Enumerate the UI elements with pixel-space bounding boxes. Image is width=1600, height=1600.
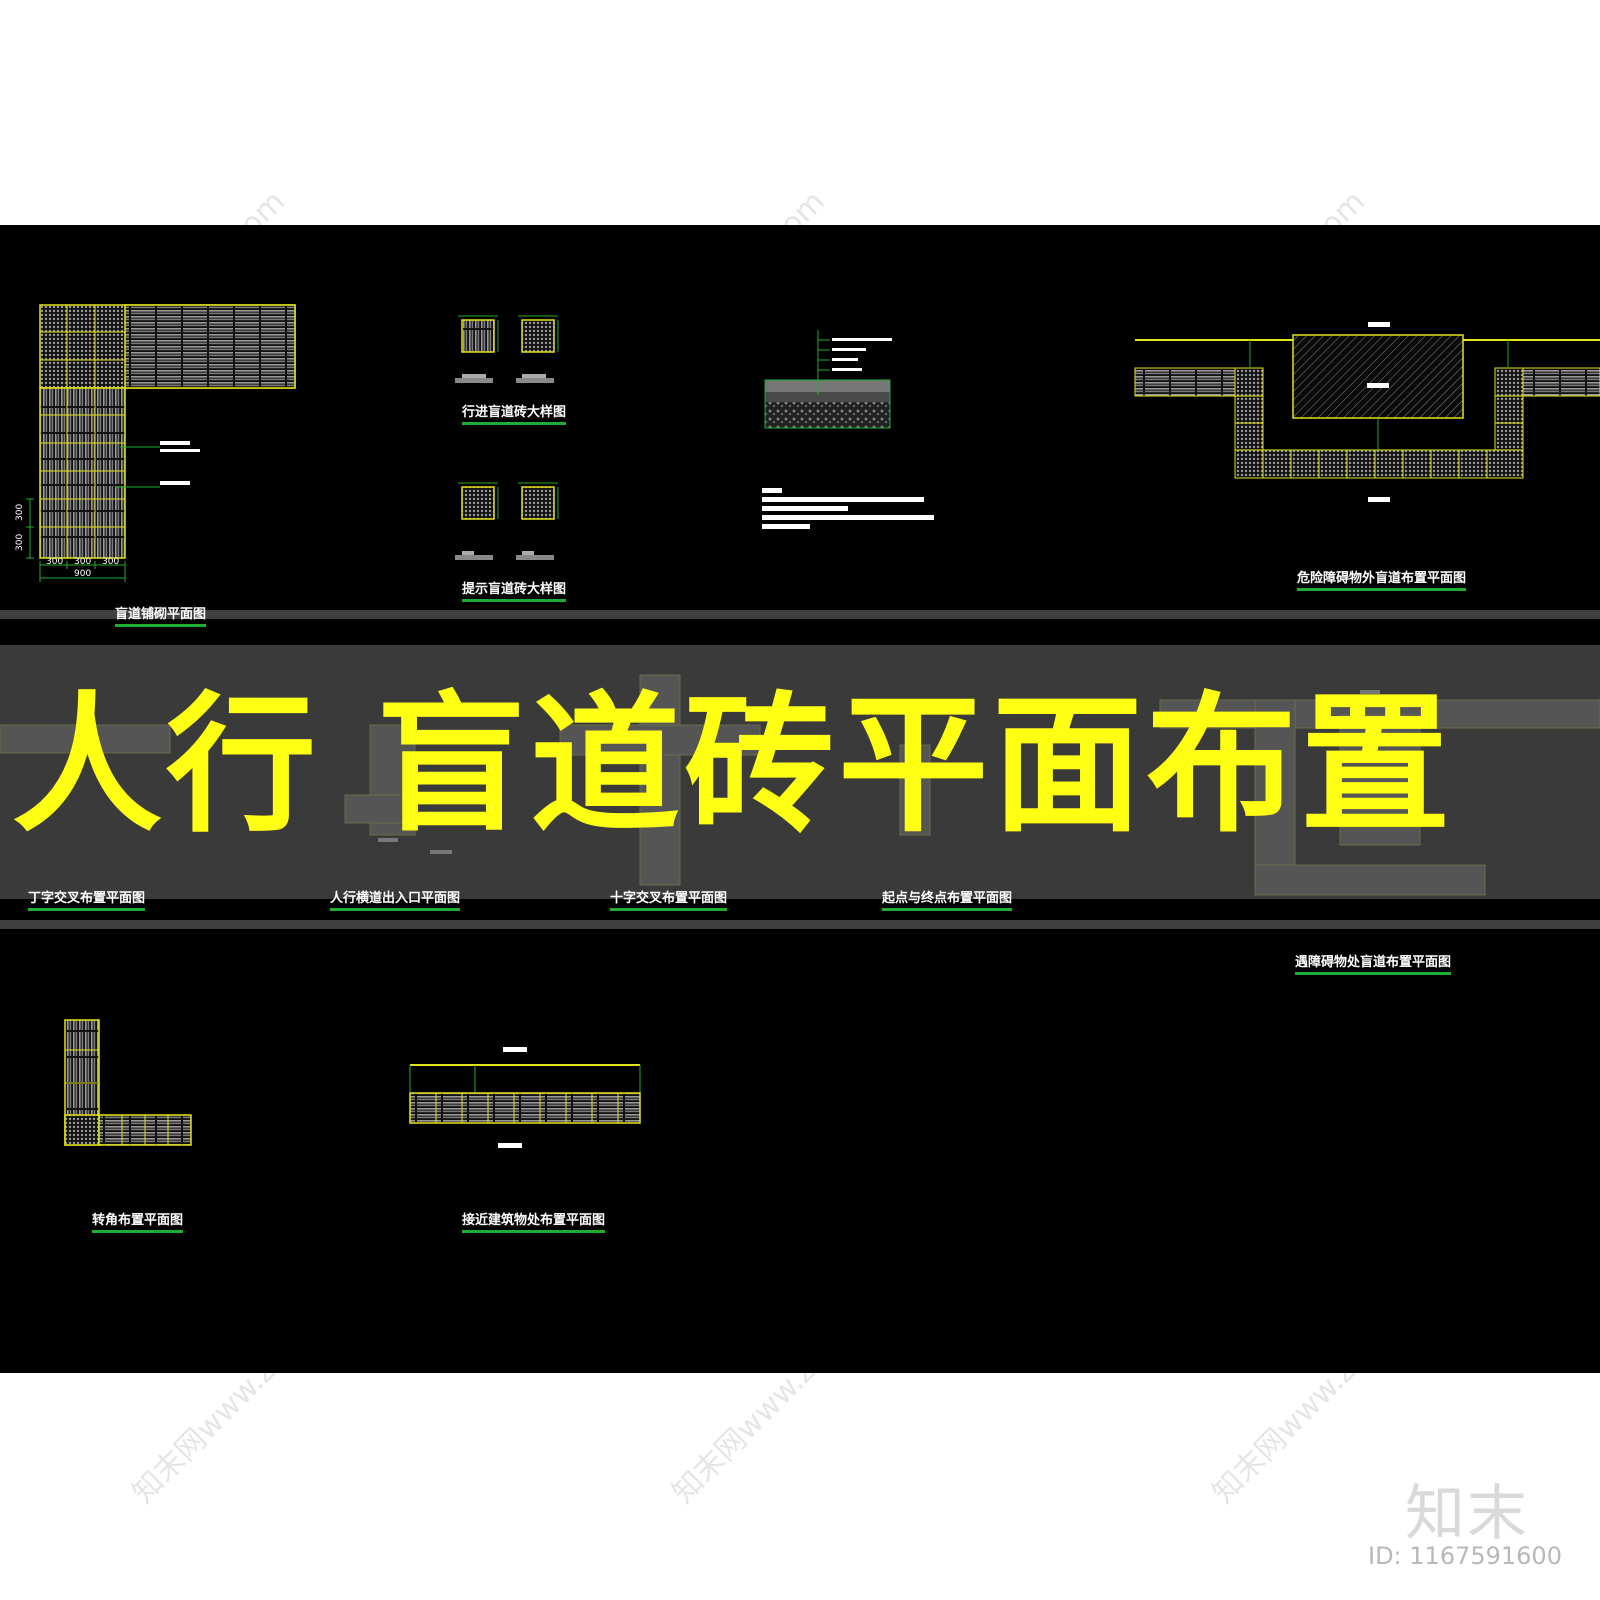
- caption-paving-plan: 盲道铺砌平面图: [115, 603, 207, 627]
- dim-col1: 300: [46, 557, 63, 567]
- separator-line: [0, 610, 1600, 619]
- guide-tile-detail-drawing: [455, 315, 559, 383]
- section-detail-drawing: [762, 330, 934, 529]
- hazard-plan-drawing: [1134, 322, 1600, 502]
- dim-col3: 300: [102, 557, 119, 567]
- separator-line: [0, 920, 1600, 929]
- cad-drawing: 300 300 300 900 300 300: [15, 304, 1600, 1148]
- banner-title: 人行 盲道砖平面布置: [12, 679, 1455, 853]
- dim-row1: 300: [15, 504, 25, 521]
- caption-t-junction: 丁字交叉布置平面图: [28, 887, 146, 911]
- caption-start-end: 起点与终点布置平面图: [882, 887, 1013, 911]
- building-plan-drawing: [409, 1047, 641, 1148]
- caption-warning-tile-detail: 提示盲道砖大样图: [462, 578, 567, 602]
- caption-building-plan: 接近建筑物处布置平面图: [462, 1209, 606, 1233]
- paving-plan-drawing: 300 300 300 900 300 300: [15, 304, 296, 582]
- title-band: 人行 盲道砖平面布置: [0, 645, 1600, 899]
- caption-crossing-entrance: 人行横道出入口平面图: [330, 887, 461, 911]
- image-id-label: ID: 1167591600: [1368, 1542, 1562, 1570]
- caption-guide-tile-detail: 行进盲道砖大样图: [462, 401, 567, 425]
- caption-obstacle-plan: 遇障碍物处盲道布置平面图: [1295, 951, 1452, 975]
- band-drawings: [0, 674, 1600, 896]
- caption-hazard-plan: 危险障碍物外盲道布置平面图: [1297, 567, 1467, 591]
- corner-plan-drawing: [64, 1019, 192, 1146]
- cad-sheet: 300 300 300 900 300 300: [0, 225, 1600, 1373]
- dim-col2: 300: [74, 557, 91, 567]
- caption-corner-plan: 转角布置平面图: [92, 1209, 184, 1233]
- brand-logo: 知末: [1405, 1479, 1529, 1549]
- dim-row2: 300: [15, 534, 25, 551]
- caption-cross-junction: 十字交叉布置平面图: [610, 887, 728, 911]
- warning-tile-detail-drawing: [455, 482, 559, 560]
- dim-total: 900: [74, 569, 91, 579]
